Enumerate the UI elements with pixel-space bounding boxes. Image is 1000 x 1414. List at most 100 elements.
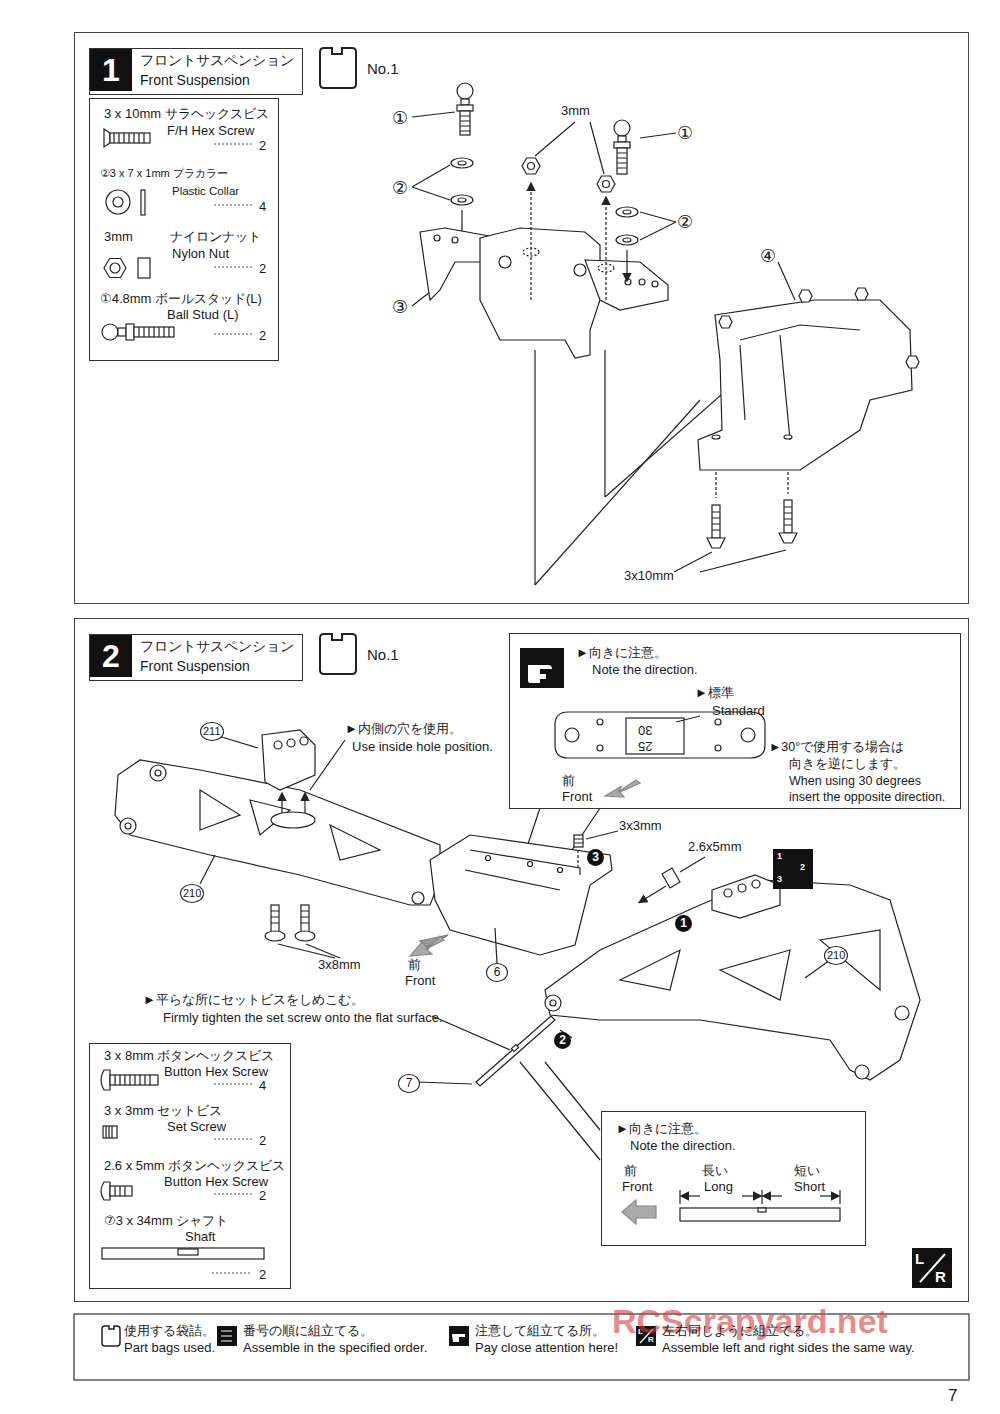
drawing-stroke: [676, 716, 700, 722]
box-text: 2: [259, 1268, 266, 1283]
callout-number: 6: [486, 963, 508, 982]
drawing-stroke: [622, 1200, 656, 1224]
part-label: ①: [392, 108, 408, 129]
box-text: F/H Hex Screw: [167, 124, 254, 139]
drawing-stroke: [558, 868, 563, 873]
drawing-stroke: [271, 911, 309, 923]
assembly-box: 3 x 8mm ボタンヘックスビスButton Hex Screw43 x 3m…: [89, 1043, 291, 1289]
drawing-stroke: [301, 905, 309, 933]
box-text: ナイロンナット: [170, 230, 261, 245]
box-text: Note the direction.: [592, 663, 698, 678]
box-text: 前: [624, 1164, 637, 1179]
drawing-stroke: [101, 1182, 110, 1200]
drawing-stroke: [300, 737, 308, 745]
drawing-stroke: [712, 505, 720, 538]
drawing-stroke: [623, 238, 631, 242]
drawing-stroke: [674, 552, 712, 572]
drawing-stroke: [110, 1075, 158, 1085]
drawing-stroke: [761, 1190, 762, 1204]
drawing-stroke: [141, 190, 145, 215]
callout-number: 3: [587, 849, 604, 866]
drawing-stroke: [432, 1016, 510, 1050]
drawing-stroke: [434, 235, 440, 241]
drawing-stroke: [134, 327, 174, 337]
drawing-stroke: [855, 288, 868, 300]
drawing-stroke: [451, 195, 473, 205]
box-text: Front: [622, 1180, 652, 1195]
box-text: 3 x 3mm セットビス: [104, 1104, 222, 1119]
drawing-stroke: [640, 212, 676, 222]
drawing-stroke: [200, 790, 380, 860]
drawing-stroke: [110, 1186, 132, 1196]
drawing-stroke: [605, 198, 606, 300]
drawing-stroke: [265, 931, 285, 941]
drawing-stroke: [535, 400, 700, 585]
box-text: 25: [638, 738, 652, 753]
box-text: 30: [638, 722, 652, 737]
bag-icon: [320, 48, 356, 674]
part-label: ②: [677, 212, 693, 233]
drawing-stroke: [605, 780, 640, 797]
step1-drawing: [412, 83, 919, 585]
box-text: 2: [259, 1189, 266, 1204]
part-label: ④: [760, 246, 776, 267]
box-text: 2: [259, 262, 266, 277]
part-label: 1: [777, 851, 782, 861]
drawing-stroke: [476, 1016, 555, 1086]
drawing-stroke: [738, 884, 746, 892]
drawing-stroke: [617, 153, 627, 168]
drawing-stroke: [574, 835, 583, 847]
drawing-stroke: [461, 99, 469, 105]
drawing-stroke: [586, 831, 618, 839]
legend-text: Part bags used.: [124, 1341, 215, 1356]
drawing-stroke: [118, 328, 126, 336]
box-text: No.1: [367, 60, 399, 77]
drawing-stroke: [752, 880, 760, 888]
drawing-stroke: [640, 886, 666, 902]
box-text: No.1: [367, 646, 399, 663]
part-label: 前: [408, 958, 421, 973]
drawing-stroke: [700, 550, 786, 572]
drawing-stroke: [528, 665, 552, 683]
drawing-stroke: [912, 1248, 952, 1288]
drawing-stroke: [310, 740, 345, 790]
drawing-stroke: [110, 133, 150, 143]
drawing-stroke: [106, 1126, 112, 1138]
legend-text: Assemble left and right sides the same w…: [662, 1341, 915, 1356]
drawing-stroke: [320, 634, 356, 674]
drawing-stroke: [430, 835, 612, 955]
part-label: 2: [800, 862, 805, 872]
drawing-stroke: [480, 228, 600, 358]
drawing-stroke: [597, 745, 603, 751]
drawing-stroke: [102, 324, 118, 340]
drawing-stroke: [590, 122, 604, 174]
part-label: Front: [405, 974, 435, 989]
drawing-stroke: [764, 1195, 782, 1196]
drawing-stroke: [520, 1062, 600, 1160]
drawing-stroke: [452, 237, 458, 243]
box-text: Standard: [712, 704, 765, 719]
drawing-stroke: [412, 892, 424, 904]
legend-text: Pay close attention here!: [475, 1341, 618, 1356]
drawing-stroke: [715, 472, 716, 498]
box-text: ⑦3 x 34mm シャフト: [104, 1214, 228, 1229]
drawing-stroke: [652, 281, 658, 287]
legend-text: 左右同じように組立てる。: [662, 1324, 818, 1339]
drawing-stroke: [528, 163, 535, 170]
drawing-stroke: [221, 1331, 232, 1341]
box-text: Front: [562, 790, 592, 805]
drawing-stroke: [452, 1334, 465, 1342]
callout-number: 210: [180, 884, 204, 903]
box-text: Front Suspension: [140, 658, 250, 674]
box-text: ►向きに注意。: [616, 1122, 707, 1137]
drawing-stroke: [574, 264, 586, 276]
step2-drawing: [115, 648, 952, 1288]
drawing-stroke: [626, 250, 627, 280]
drawing-stroke: [577, 850, 578, 870]
drawing-stroke: [262, 730, 315, 790]
drawing-stroke: [839, 1190, 840, 1204]
box-text: When using 30 degrees: [789, 774, 921, 788]
drawing-stroke: [758, 1208, 766, 1212]
box-text: Short: [794, 1180, 825, 1195]
drawing-stroke: [680, 1208, 840, 1221]
